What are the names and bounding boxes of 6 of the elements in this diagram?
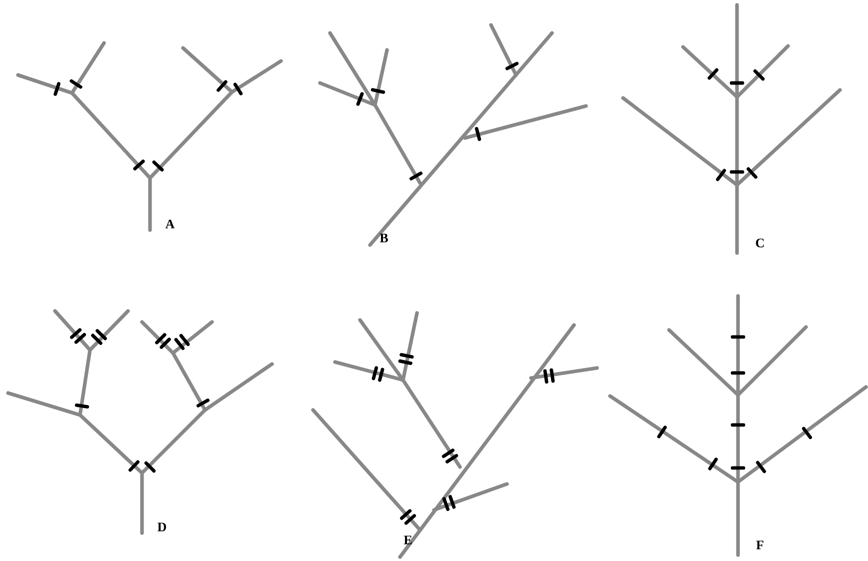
panel-label: B <box>380 234 388 242</box>
panel-label: E <box>404 536 412 544</box>
panel-label: D <box>158 522 166 532</box>
panel-label: C <box>756 238 764 248</box>
panel-label: F <box>756 540 764 550</box>
panel-label: A <box>165 220 175 228</box>
